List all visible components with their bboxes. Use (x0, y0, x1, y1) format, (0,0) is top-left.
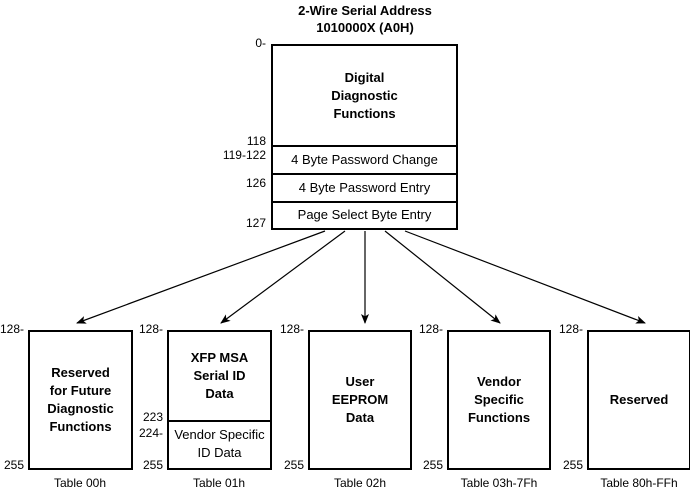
row-password-entry: 4 Byte Password Entry (273, 173, 456, 201)
addr-t80-bottom: 255 (562, 458, 583, 472)
ddf-line-3: Functions (333, 105, 396, 121)
table-01h-section-1: Vendor Specific ID Data (169, 420, 270, 468)
t03-line-1: Vendor (476, 374, 522, 389)
addr-t02-top: 128- (279, 322, 304, 336)
t00-line-3: Diagnostic (47, 401, 114, 416)
diagram-title: 2-Wire Serial Address 1010000X (A0H) (245, 2, 485, 36)
table-01h-box: XFP MSA Serial ID Data Vendor Specific I… (167, 330, 272, 470)
addr-t00-bottom: 255 (3, 458, 24, 472)
table-02h-section-0: User EEPROM Data (310, 332, 410, 468)
table-80h-ffh-box: Reserved (587, 330, 690, 470)
addr-t01-bottom: 255 (142, 458, 163, 472)
table-80h-ffh-section-0: Reserved (589, 332, 689, 468)
t00-line-4: Functions (49, 419, 112, 434)
main-memory-map-box: Digital Diagnostic Functions 4 Byte Pass… (271, 44, 458, 230)
addr-t03-bottom: 255 (422, 458, 443, 472)
t02-line-1: User (345, 374, 375, 389)
addr-t02-bottom: 255 (283, 458, 304, 472)
caption-table-00h: Table 00h (53, 476, 107, 490)
row-page-select: Page Select Byte Entry (273, 201, 456, 228)
title-line-2: 1010000X (A0H) (316, 20, 414, 35)
addr-t01-223: 223 (142, 410, 163, 424)
arrow-to-table-01h (220, 230, 346, 324)
t01b-line-2: ID Data (197, 445, 242, 460)
table-00h-box: Reserved for Future Diagnostic Functions (28, 330, 133, 470)
caption-table-03h-7fh: Table 03h-7Fh (460, 476, 538, 490)
table-00h-section-0: Reserved for Future Diagnostic Functions (30, 332, 131, 468)
row-password-change: 4 Byte Password Change (273, 145, 456, 173)
row-password-entry-label: 4 Byte Password Entry (298, 179, 431, 195)
t02-line-2: EEPROM (331, 392, 389, 407)
ddf-line-1: Digital (344, 69, 385, 85)
t01b-line-1: Vendor Specific (174, 427, 265, 442)
title-line-1: 2-Wire Serial Address (298, 3, 432, 18)
table-01h-section-0: XFP MSA Serial ID Data (169, 332, 270, 420)
table-02h-box: User EEPROM Data (308, 330, 412, 470)
row-password-change-label: 4 Byte Password Change (291, 151, 438, 167)
t02-line-3: Data (345, 410, 375, 425)
t01-line-1: XFP MSA (190, 350, 249, 365)
addr-t01-224: 224- (138, 426, 163, 440)
ddf-line-2: Diagnostic (331, 87, 398, 103)
caption-table-80h-ffh: Table 80h-FFh (600, 476, 678, 490)
t00-line-1: Reserved (51, 365, 110, 380)
t80-line-1: Reserved (609, 392, 669, 407)
t03-line-3: Functions (467, 410, 531, 425)
table-03h-7fh-box: Vendor Specific Functions (447, 330, 551, 470)
caption-table-02h: Table 02h (333, 476, 387, 490)
arrow-to-table-03h-7fh (384, 230, 501, 324)
arrow-to-table-00h (76, 230, 326, 324)
table-03h-7fh-section-0: Vendor Specific Functions (449, 332, 549, 468)
addr-t80-top: 128- (558, 322, 583, 336)
addr-t03-top: 128- (418, 322, 443, 336)
t01-line-3: Data (205, 386, 234, 401)
arrow-to-table-80h-ffh (404, 230, 646, 324)
addr-main-118: 118 (246, 134, 266, 148)
t00-line-2: for Future (49, 383, 112, 398)
t01-line-2: Serial ID (193, 368, 246, 383)
addr-main-126: 126 (245, 176, 266, 190)
t03-line-2: Specific (474, 392, 524, 407)
caption-table-01h: Table 01h (192, 476, 246, 490)
addr-main-119-122: 119-122 (222, 148, 266, 162)
addr-main-top: 0- (255, 36, 266, 50)
digital-diagnostic-functions-cell: Digital Diagnostic Functions (273, 46, 456, 145)
addr-main-127: 127 (245, 216, 266, 230)
addr-t01-top: 128- (138, 322, 163, 336)
row-page-select-label: Page Select Byte Entry (297, 207, 432, 222)
addr-t00-top: 128- (0, 322, 24, 336)
